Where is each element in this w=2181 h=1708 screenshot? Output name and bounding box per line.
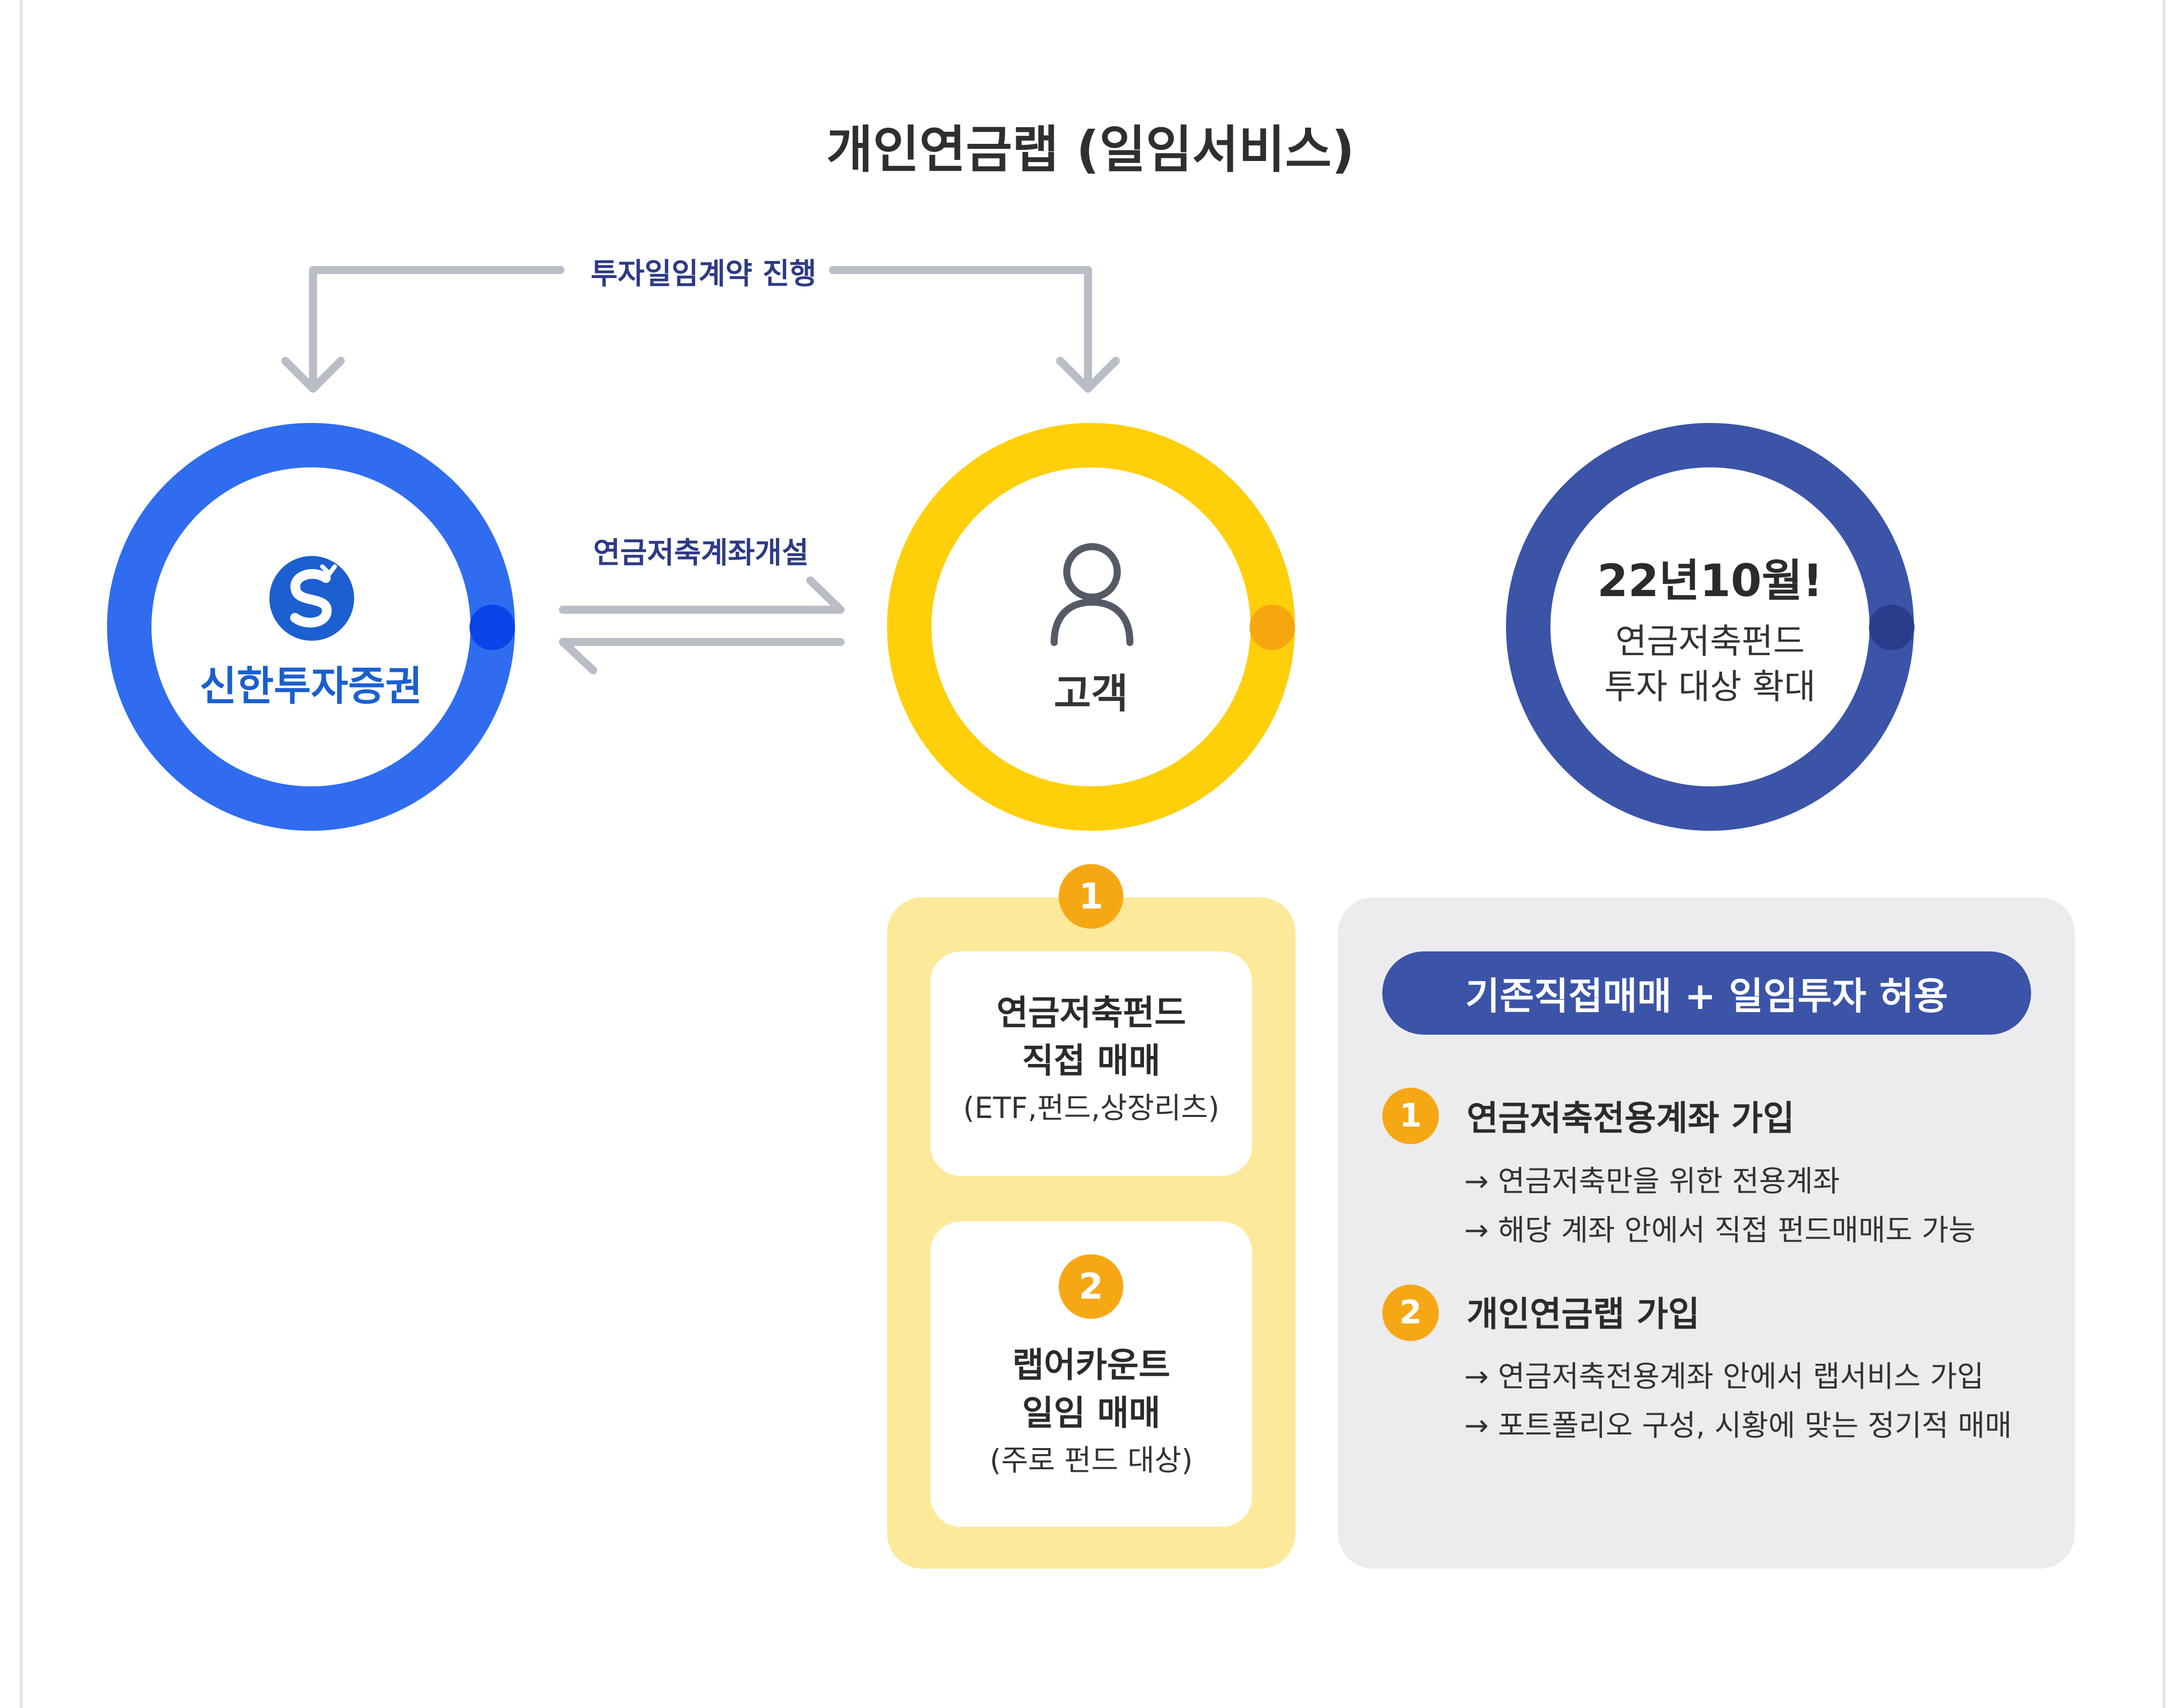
page-frame [20, 0, 2165, 1708]
step-1-badge: 1 [1382, 1088, 1439, 1144]
option-card-wrap: 2 랩어카운트 일임 매매 (주로 펀드 대상) [930, 1221, 1252, 1527]
company-name: 신한투자증권 [199, 663, 423, 710]
account-open-label: 연금저축계좌개설 [593, 536, 809, 570]
option-card-direct: 연금저축펀드 직접 매매 (ETF,펀드,상장리츠) [930, 951, 1252, 1176]
option-1-note: (ETF,펀드,상장리츠) [963, 1091, 1220, 1125]
customer-label: 고객 [1054, 670, 1128, 717]
customer-ring-dot [1250, 605, 1295, 650]
notice-line-1: 연금저축펀드 [1615, 622, 1805, 662]
contract-arrow-right-branch [829, 266, 1092, 390]
option-2-note: (주로 펀드 대상) [990, 1443, 1193, 1477]
company-ring-dot [470, 605, 515, 650]
option-1-title-line2: 직접 매매 [1022, 1041, 1161, 1081]
contract-arrow-left-head [281, 357, 345, 393]
option-2-title-line1: 랩어카운트 [1012, 1346, 1170, 1385]
page-title: 개인연금랩 (일임서비스) [826, 120, 1355, 179]
account-arrow-right [559, 576, 845, 614]
shinhan-logo-icon [268, 554, 356, 645]
contract-label: 투자일임계약 진행 [591, 256, 817, 291]
contract-arrow-right-head [1056, 357, 1120, 393]
step-2-badge: 2 [1382, 1285, 1439, 1341]
step-1-line-2: → 해당 계좌 안에서 직접 펀드매매도 가능 [1464, 1213, 1976, 1247]
option-1-badge: 1 [1059, 864, 1123, 929]
step-2-title: 개인연금랩 가입 [1467, 1295, 1700, 1335]
person-icon [1049, 543, 1135, 648]
step-1-title: 연금저축전용계좌 가입 [1467, 1099, 1795, 1139]
option-2-badge: 2 [1059, 1254, 1123, 1319]
notice-headline: 22년10월! [1597, 555, 1823, 607]
account-arrow-left [559, 638, 845, 674]
option-2-title-line2: 일임 매매 [1022, 1394, 1161, 1433]
notice-ring-dot [1869, 605, 1914, 650]
notice-text: 22년10월! 연금저축펀드 투자 대상 확대 [1550, 545, 1870, 710]
step-1-line-1: → 연금저축만을 위한 전용계좌 [1464, 1164, 1840, 1198]
notice-line-2: 투자 대상 확대 [1604, 667, 1816, 707]
step-2-line-2: → 포트폴리오 구성, 시황에 맞는 정기적 매매 [1464, 1408, 2012, 1443]
option-1-title-line1: 연금저축펀드 [996, 993, 1186, 1033]
summary-pill: 기존직접매매 + 일임투자 허용 [1382, 951, 2031, 1035]
contract-arrow-left-branch [309, 266, 564, 390]
step-2-line-1: → 연금저축전용계좌 안에서 랩서비스 가입 [1464, 1359, 1984, 1394]
